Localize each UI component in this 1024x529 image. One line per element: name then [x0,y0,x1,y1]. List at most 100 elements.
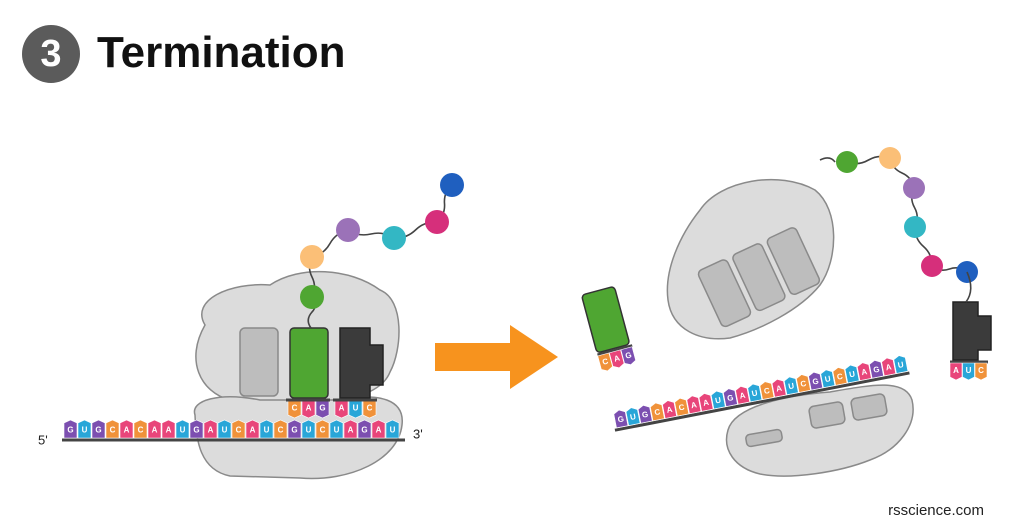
anticodon-nucleotide: C [597,352,613,372]
mrna-nucleotide: U [301,419,316,439]
svg-text:A: A [885,362,893,372]
svg-text:C: C [836,372,844,382]
svg-text:G: G [67,426,73,435]
amino-acid-bead [921,255,943,277]
mrna-nucleotide: G [723,388,738,407]
mrna-nucleotide: A [343,419,358,439]
three-prime-label: 3' [413,427,423,442]
svg-text:U: U [264,426,270,435]
svg-text:U: U [824,374,832,384]
svg-text:C: C [678,403,686,413]
mrna-nucleotide: U [385,419,400,439]
svg-text:A: A [208,426,214,435]
svg-text:A: A [666,405,674,415]
svg-text:G: G [319,404,325,413]
svg-text:C: C [278,426,284,435]
anticodon-nucleotide: U [348,399,363,419]
svg-text:U: U [714,395,722,405]
mrna-nucleotide: G [63,419,78,439]
svg-text:A: A [339,404,345,413]
amino-acid-bead [440,173,464,197]
svg-text:U: U [897,360,905,370]
mrna-nucleotide: G [613,409,629,429]
svg-text:U: U [222,426,228,435]
svg-text:G: G [872,365,880,375]
anticodon-nucleotide: A [949,362,963,381]
svg-text:C: C [110,426,116,435]
svg-text:C: C [763,386,771,396]
amino-acid-bead [879,147,901,169]
mrna-nucleotide: A [119,419,134,439]
svg-text:A: A [613,353,621,363]
svg-text:C: C [292,404,298,413]
amino-acid-bead [336,218,360,242]
anticodon-nucleotide: G [620,346,637,365]
svg-text:G: G [95,426,101,435]
mrna-nucleotide: U [175,419,190,439]
svg-text:U: U [629,412,637,422]
svg-text:A: A [690,400,698,410]
svg-text:G: G [726,393,734,403]
mrna-nucleotide: G [91,419,106,439]
svg-text:G: G [812,377,820,387]
mrna-nucleotide: A [161,419,176,439]
svg-text:C: C [138,426,144,435]
svg-text:A: A [953,366,959,375]
svg-text:U: U [751,388,759,398]
polypeptide-chain-left [300,173,464,329]
mrna-nucleotide: A [662,400,677,419]
svg-text:A: A [124,426,130,435]
mrna-nucleotide: A [771,378,787,398]
polypeptide-chain-released [819,147,978,303]
svg-text:C: C [367,404,373,413]
mrna-nucleotide: C [133,419,148,439]
mrna-nucleotide: A [203,419,218,439]
svg-text:U: U [966,366,972,375]
svg-text:C: C [800,379,808,389]
mrna-nucleotide: G [189,419,204,439]
mrna-nucleotide: U [747,383,763,403]
svg-text:G: G [361,426,367,435]
amino-acid-bead [300,285,324,309]
mrna-nucleotide: U [820,369,836,388]
svg-text:A: A [376,426,382,435]
mrna-nucleotide: U [710,390,726,410]
svg-text:C: C [320,426,326,435]
ribosome-e-site [239,327,279,397]
svg-text:U: U [353,404,359,413]
mrna-nucleotide: C [832,367,848,386]
svg-text:U: U [788,381,796,391]
svg-text:U: U [306,426,312,435]
mrna-nucleotide: A [147,419,162,439]
release-factor-bound [339,327,384,399]
mrna-nucleotide: A [686,395,702,415]
amino-acid-bead [425,210,449,234]
mrna-nucleotide: A [245,419,260,439]
mrna-nucleotide: C [796,374,811,393]
mrna-nucleotide: A [856,362,872,381]
anticodon-nucleotide: C [974,362,988,381]
amino-acid-bead [836,151,858,173]
svg-text:A: A [702,398,710,408]
mrna-nucleotide: U [329,419,344,439]
anticodon-nucleotide: A [334,399,349,419]
trna-green-bound [289,327,329,399]
mrna-nucleotide: G [869,360,884,379]
svg-text:C: C [601,357,609,367]
anticodon-nucleotide: U [962,362,975,381]
svg-text:U: U [180,426,186,435]
svg-text:U: U [848,369,856,379]
mrna-nucleotide: C [105,419,120,439]
anticodon-nucleotide: C [287,399,302,419]
mrna-nucleotide: C [650,402,665,422]
mrna-nucleotide: C [315,419,330,439]
svg-text:C: C [236,426,242,435]
mrna-nucleotide: U [217,419,232,439]
svg-text:A: A [166,426,172,435]
